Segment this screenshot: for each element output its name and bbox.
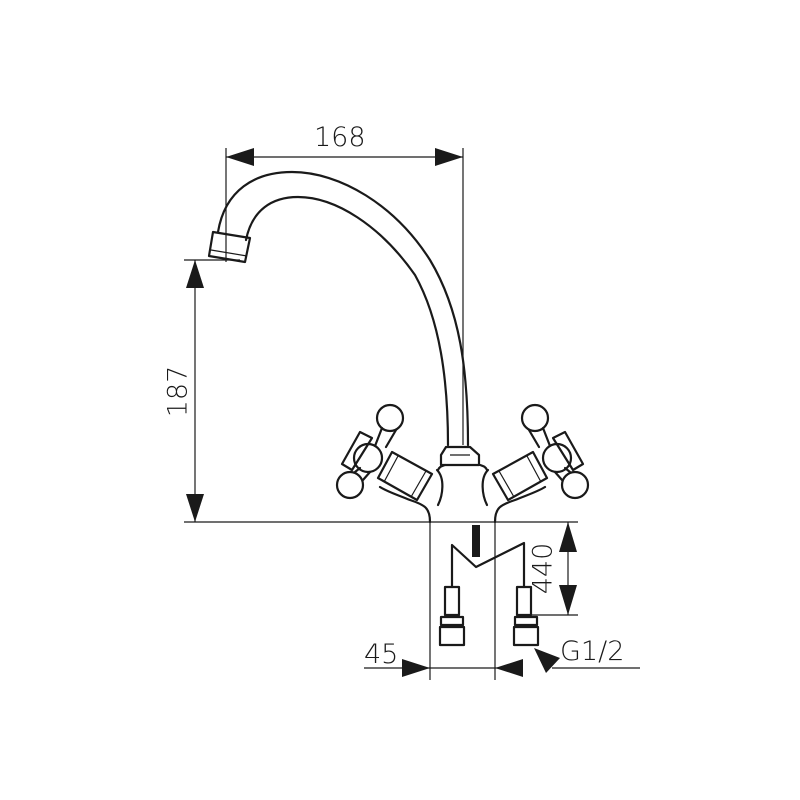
right-handle (491, 403, 590, 502)
thread-leader (534, 648, 640, 673)
supply-hoses (438, 525, 540, 647)
dimension-45 (364, 522, 523, 680)
label-168: 168 (314, 122, 366, 153)
spout-nut (439, 445, 481, 467)
label-187: 187 (162, 365, 194, 418)
spout (207, 170, 470, 447)
faucet-body (378, 463, 547, 524)
dimension-440 (530, 522, 578, 616)
label-45: 45 (364, 639, 399, 670)
label-440: 440 (527, 542, 559, 595)
label-thread: G1/2 (560, 636, 625, 667)
left-handle (335, 403, 434, 502)
dimension-187 (184, 259, 578, 523)
dimension-168 (225, 148, 464, 445)
